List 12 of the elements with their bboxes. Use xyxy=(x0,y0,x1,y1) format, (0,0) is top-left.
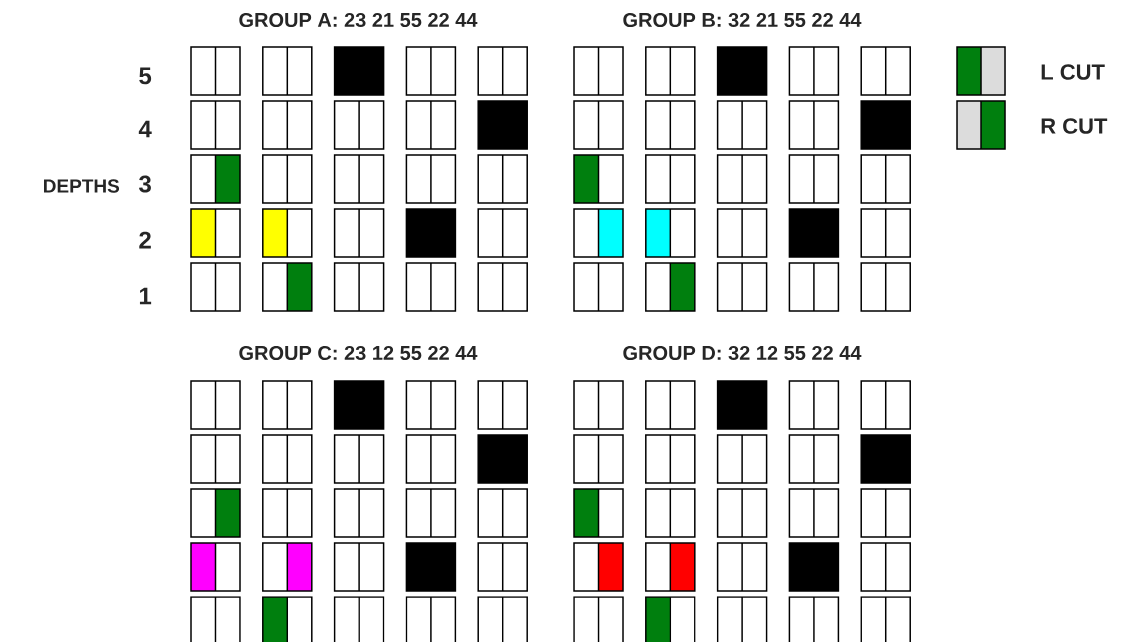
axis-title: DEPTHS xyxy=(44,179,120,193)
group-heading: GROUP A: 23 21 55 22 44 xyxy=(239,12,478,28)
depth-number: 5 xyxy=(139,67,152,85)
depth-number: 4 xyxy=(138,120,152,138)
group-heading: GROUP B: 32 21 55 22 44 xyxy=(623,12,862,28)
depth-number: 1 xyxy=(139,287,152,305)
depth-number: 3 xyxy=(139,175,151,193)
depth-number: 2 xyxy=(139,231,151,249)
group-heading: GROUP D: 32 12 55 22 44 xyxy=(623,345,862,361)
group-heading: GROUP C: 23 12 55 22 44 xyxy=(239,345,478,361)
legend-label: L CUT xyxy=(1041,64,1105,80)
legend-label: R CUT xyxy=(1041,118,1108,134)
